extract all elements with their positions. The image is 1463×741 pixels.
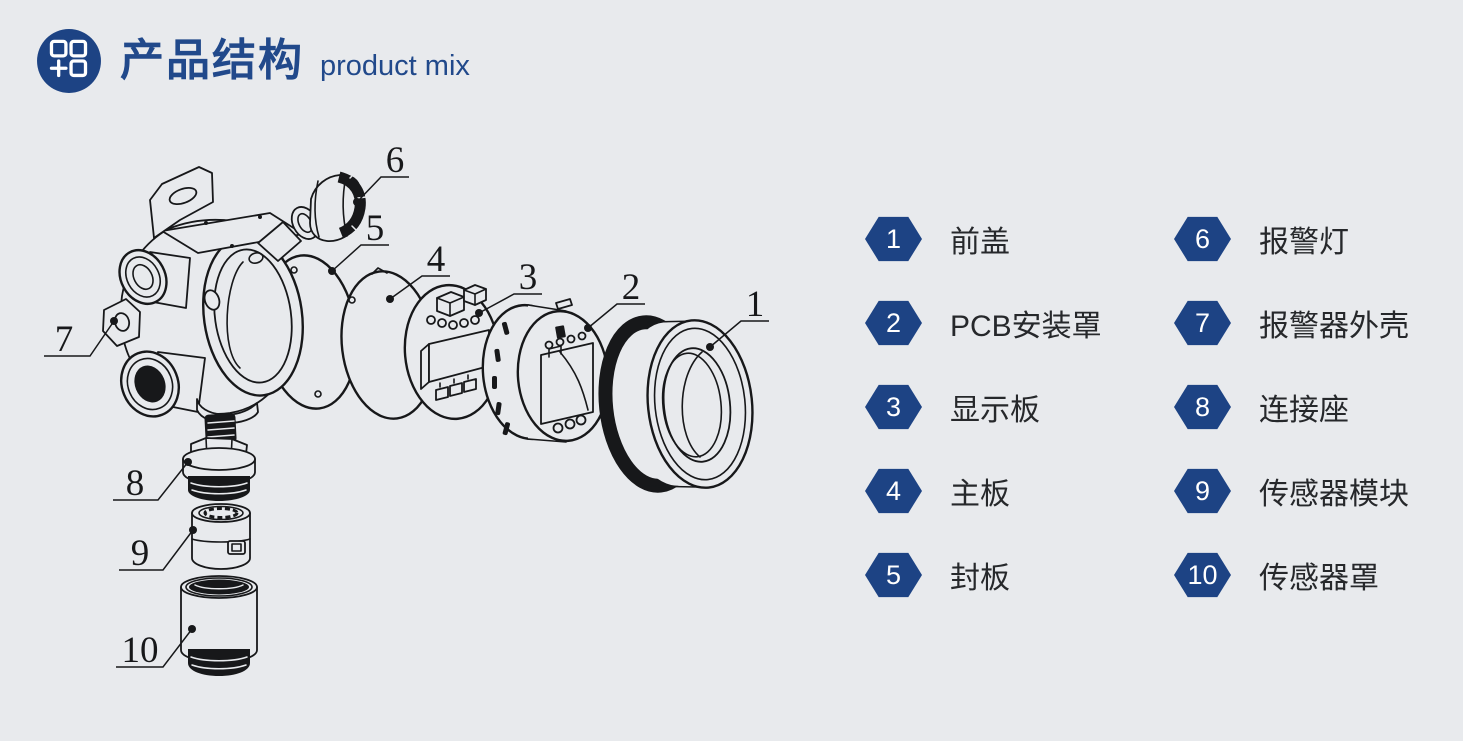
legend-badge-number: 6 <box>1194 223 1211 254</box>
page-title: 产品结构 <box>120 36 304 85</box>
legend-badge-4: 4 <box>865 468 922 514</box>
callout-number-2: 2 <box>622 267 641 308</box>
legend-label-6: 报警灯 <box>1259 226 1349 259</box>
legend-label-5: 封板 <box>950 562 1010 595</box>
legend-badge-8: 8 <box>1174 384 1231 430</box>
legend-badge-number: 8 <box>1194 391 1211 422</box>
legend-badge-number: 1 <box>885 223 902 254</box>
legend-label-4: 主板 <box>950 478 1010 511</box>
callout-number-6: 6 <box>386 140 405 181</box>
callouts: 1 2 3 4 5 6 7 8 9 10 <box>44 140 769 671</box>
legend-badge-number: 4 <box>885 475 902 506</box>
legend-badge-2: 2 <box>865 300 922 346</box>
legend-badge-number: 7 <box>1194 307 1211 338</box>
legend-badge-5: 5 <box>865 552 922 598</box>
legend-item-6: 6 报警灯 <box>1174 216 1409 262</box>
part-8-connection-seat <box>182 413 256 501</box>
legend-label-8: 连接座 <box>1259 394 1349 427</box>
legend-item-1: 1 前盖 <box>865 216 1102 262</box>
legend-label-7: 报警器外壳 <box>1259 310 1409 343</box>
callout-number-9: 9 <box>131 533 150 574</box>
callout-number-8: 8 <box>126 463 145 504</box>
legend-badge-number: 5 <box>885 559 902 590</box>
legend-item-3: 3 显示板 <box>865 384 1102 430</box>
part-3-display-board <box>403 283 501 421</box>
legend-item-4: 4 主板 <box>865 468 1102 514</box>
callout-number-5: 5 <box>366 208 385 249</box>
legend-label-1: 前盖 <box>950 226 1010 259</box>
legend-item-2: 2 PCB安装罩 <box>865 300 1102 346</box>
callout-number-10: 10 <box>122 630 159 671</box>
legend-label-10: 传感器罩 <box>1259 562 1379 595</box>
legend-badge-number: 3 <box>885 391 902 422</box>
legend-label-2: PCB安装罩 <box>950 310 1102 343</box>
legend-item-7: 7 报警器外壳 <box>1174 300 1409 346</box>
legend-badge-9: 9 <box>1174 468 1231 514</box>
callout-number-3: 3 <box>519 257 538 298</box>
legend-badge-1: 1 <box>865 216 922 262</box>
page-header: 产品结构 product mix <box>36 28 470 94</box>
legend-badge-number: 9 <box>1194 475 1211 506</box>
modules-plus-icon <box>36 28 102 94</box>
legend-column-left: 1 前盖 2 PCB安装罩 3 显示板 4 主板 5 封板 <box>865 216 1102 598</box>
legend-item-9: 9 传感器模块 <box>1174 468 1409 514</box>
part-6-alarm-light <box>257 171 367 262</box>
legend-badge-7: 7 <box>1174 300 1231 346</box>
legend-badge-6: 6 <box>1174 216 1231 262</box>
part-2-pcb-mounting-cover <box>481 298 610 443</box>
legend-badge-10: 10 <box>1174 552 1231 598</box>
callout-number-1: 1 <box>746 284 765 325</box>
legend-item-8: 8 连接座 <box>1174 384 1409 430</box>
legend-badge-3: 3 <box>865 384 922 430</box>
callout-number-4: 4 <box>427 239 446 280</box>
part-1-front-cover <box>598 315 754 493</box>
part-7-alarm-housing <box>102 166 304 424</box>
legend-item-10: 10 传感器罩 <box>1174 552 1409 598</box>
part-9-sensor-module <box>191 503 251 570</box>
legend-item-5: 5 封板 <box>865 552 1102 598</box>
part-10-sensor-cover <box>180 575 258 676</box>
legend-badge-number: 10 <box>1187 559 1218 590</box>
title-block: 产品结构 product mix <box>120 39 470 83</box>
legend-label-3: 显示板 <box>950 394 1040 427</box>
callout-number-7: 7 <box>55 319 74 360</box>
legend-label-9: 传感器模块 <box>1259 478 1409 511</box>
legend-badge-number: 2 <box>885 307 902 338</box>
page-subtitle: product mix <box>320 50 470 82</box>
legend-column-right: 6 报警灯 7 报警器外壳 8 连接座 9 传感器模块 10 传感器罩 <box>1174 216 1409 598</box>
